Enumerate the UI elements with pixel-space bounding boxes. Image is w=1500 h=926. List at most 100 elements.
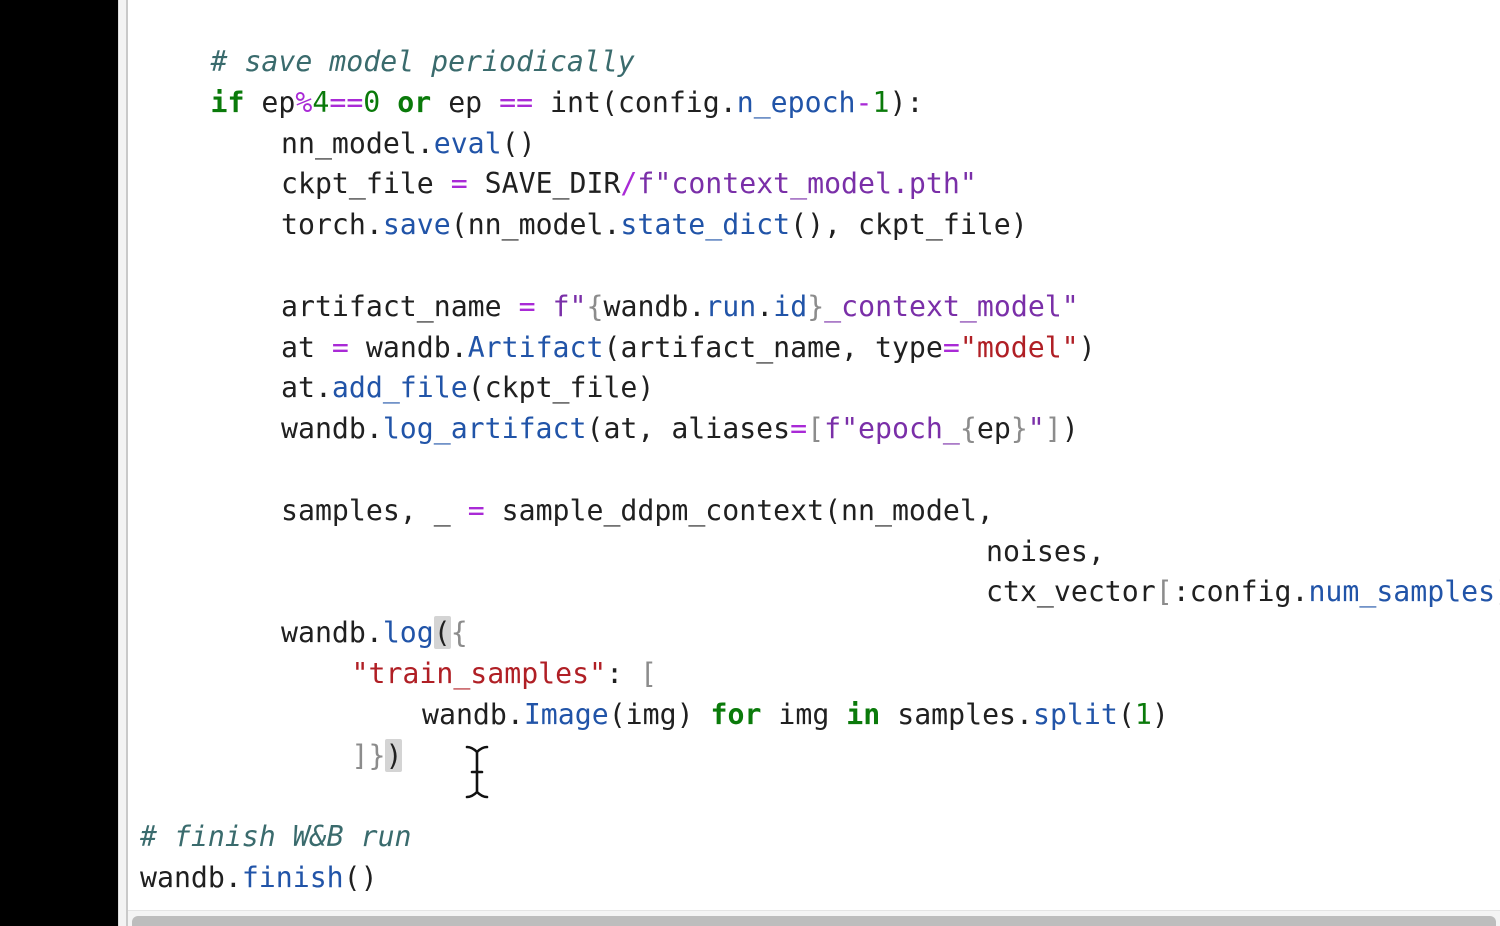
code-token: ep [431, 85, 500, 119]
code-line[interactable]: at = wandb.Artifact(artifact_name, type=… [281, 328, 1096, 368]
code-line[interactable]: torch.save(nn_model.state_dict(), ckpt_f… [281, 205, 1028, 245]
code-token: wandb. [422, 697, 524, 731]
code-token: ) [1151, 697, 1169, 731]
code-token: = [518, 289, 536, 323]
code-token: [ [807, 412, 825, 446]
code-token: Image [523, 697, 609, 731]
code-token: f"epoch_ [824, 412, 960, 446]
code-token: 4 [312, 85, 330, 119]
code-token: or [397, 85, 432, 119]
code-line[interactable]: noises, [986, 532, 1105, 572]
code-token: ( [1117, 697, 1135, 731]
code-token: ep [244, 85, 296, 119]
code-token: "model" [959, 330, 1079, 364]
code-line[interactable]: nn_model.eval() [281, 124, 536, 164]
code-token: for [710, 697, 762, 731]
code-token: ) [385, 738, 403, 772]
code-token: nn_model. [281, 126, 434, 160]
code-line[interactable]: artifact_name = f"{wandb.run.id}_context… [281, 287, 1079, 327]
text-cursor-icon [462, 744, 492, 800]
code-token: ] [1044, 412, 1062, 446]
code-token: (), ckpt_file) [790, 208, 1028, 242]
code-token: f" [552, 289, 587, 323]
code-token: () [501, 126, 536, 160]
code-token: # save model periodically [210, 45, 635, 78]
code-token: = [467, 493, 485, 527]
code-token: [ [1155, 575, 1173, 609]
code-line[interactable]: # save model periodically [211, 42, 635, 82]
code-line[interactable]: "train_samples": [ [352, 654, 658, 694]
code-line[interactable]: wandb.log_artifact(at, aliases=[f"epoch_… [281, 409, 1079, 449]
code-token: samples. [880, 697, 1033, 731]
code-token: img [761, 697, 847, 731]
cell-selection-border[interactable] [118, 0, 128, 926]
code-token: == [329, 85, 364, 119]
code-line[interactable]: ]}) [352, 736, 403, 776]
code-line[interactable]: wandb.Image(img) for img in samples.spli… [422, 695, 1169, 735]
code-token: { [959, 412, 977, 446]
code-token: samples, _ [281, 493, 468, 527]
code-line[interactable]: wandb.finish() [140, 858, 378, 898]
horizontal-scrollbar[interactable] [128, 910, 1500, 926]
code-token: if [210, 85, 245, 119]
code-token: torch. [281, 208, 383, 242]
code-line[interactable]: ctx_vector[:config.num_samples]) [986, 572, 1500, 612]
code-token: at. [281, 371, 332, 405]
code-token: int(config. [533, 85, 737, 119]
code-token: sample_ddpm_context(nn_model, [484, 493, 994, 527]
code-token: save [382, 208, 451, 242]
code-token: artifact_name [281, 289, 519, 323]
code-token: wandb. [140, 861, 242, 894]
code-token: at [281, 330, 332, 364]
code-token: (img) [608, 697, 711, 731]
code-token: ): [889, 85, 924, 119]
code-token: # finish W&B run [140, 820, 412, 854]
code-token: wandb. [603, 289, 706, 323]
code-token: eval [433, 126, 502, 160]
code-token: . [756, 289, 774, 323]
code-token: (ckpt_file) [467, 371, 655, 405]
code-token: { [586, 289, 604, 323]
code-token: = [450, 167, 468, 201]
code-token: ep [976, 412, 1011, 446]
code-token: (nn_model. [450, 208, 621, 242]
code-token: - [855, 85, 873, 119]
code-token: split [1032, 697, 1118, 731]
code-token: finish [241, 861, 344, 894]
code-token: (at, aliases [586, 412, 791, 446]
code-token: [ [640, 657, 657, 690]
code-token: "train_samples" [351, 657, 607, 690]
code-token: } [368, 738, 386, 772]
code-line[interactable]: at.add_file(ckpt_file) [281, 368, 654, 408]
code-token: } [1010, 412, 1028, 446]
code-token: f"context_model.pth" [637, 167, 977, 201]
code-token: wandb. [281, 412, 383, 446]
code-token: ] [1495, 575, 1500, 608]
code-token: ) [1061, 412, 1079, 446]
code-token: = [942, 330, 960, 364]
code-token: { [450, 616, 468, 650]
code-token: log [382, 616, 434, 650]
code-line[interactable]: ckpt_file = SAVE_DIR/f"context_model.pth… [281, 164, 977, 204]
code-token: in [846, 697, 881, 731]
scrollbar-thumb[interactable] [132, 916, 1496, 926]
code-token: _context_model" [824, 289, 1079, 323]
code-line[interactable]: if ep%4==0 or ep == int(config.n_epoch-1… [211, 83, 924, 123]
code-line[interactable]: # finish W&B run [140, 817, 412, 857]
code-token: ctx_vector [986, 575, 1156, 609]
code-token: noises, [986, 534, 1105, 568]
code-token: ckpt_file [281, 167, 451, 201]
code-token: / [620, 167, 638, 201]
code-token: 1 [872, 85, 890, 119]
code-line[interactable]: samples, _ = sample_ddpm_context(nn_mode… [281, 491, 994, 531]
left-dark-panel [0, 0, 118, 926]
code-token: SAVE_DIR [467, 167, 621, 201]
code-line[interactable]: wandb.log({ [281, 613, 468, 653]
code-token: wandb. [281, 616, 383, 650]
code-token: id [773, 289, 808, 323]
code-token: n_epoch [736, 85, 856, 119]
code-token: ] [351, 738, 369, 772]
code-token [536, 290, 553, 323]
code-token: 0 [363, 85, 381, 119]
code-token: = [790, 412, 808, 446]
